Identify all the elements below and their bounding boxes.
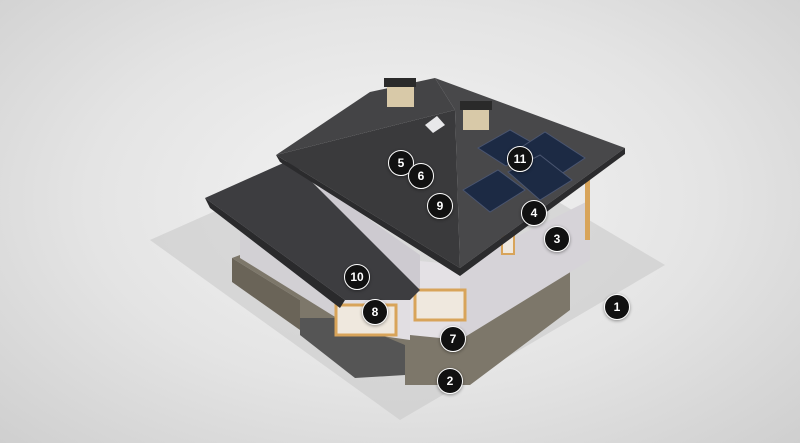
balcony-post bbox=[585, 180, 590, 240]
porch-slab bbox=[300, 318, 405, 378]
hotspot-1[interactable]: 1 bbox=[604, 294, 630, 320]
chimney-cap bbox=[460, 101, 492, 110]
hotspot-6[interactable]: 6 bbox=[408, 163, 434, 189]
hotspot-9[interactable]: 9 bbox=[427, 193, 453, 219]
main-roof-left bbox=[276, 110, 460, 268]
hotspot-2[interactable]: 2 bbox=[437, 368, 463, 394]
chimney bbox=[463, 108, 489, 130]
hotspot-4[interactable]: 4 bbox=[521, 200, 547, 226]
chimney bbox=[387, 85, 414, 107]
hotspot-10[interactable]: 10 bbox=[344, 264, 370, 290]
hotspot-3[interactable]: 3 bbox=[544, 226, 570, 252]
foundation-dark bbox=[232, 258, 300, 330]
solar-panel-array bbox=[462, 129, 586, 213]
hotspot-7[interactable]: 7 bbox=[440, 326, 466, 352]
left-wing-roof bbox=[205, 160, 420, 300]
hotspot-8[interactable]: 8 bbox=[362, 299, 388, 325]
skylight bbox=[425, 116, 445, 133]
left-wing-roof-side bbox=[205, 198, 345, 308]
hotspot-11[interactable]: 11 bbox=[507, 146, 533, 172]
window bbox=[413, 288, 467, 322]
chimney-cap bbox=[384, 78, 416, 87]
